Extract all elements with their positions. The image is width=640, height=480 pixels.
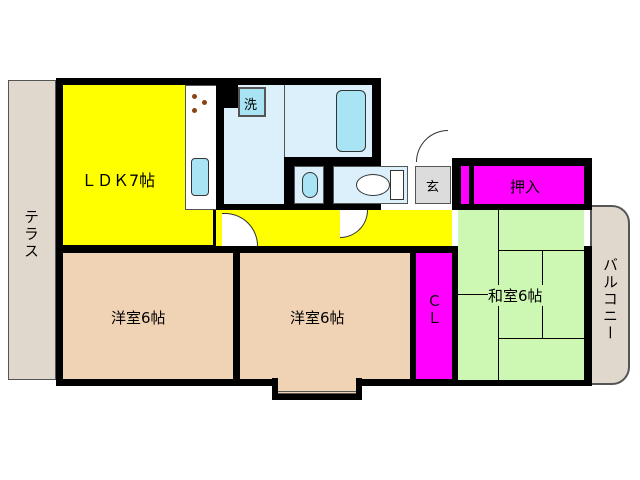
entrance: 玄 [415, 166, 451, 204]
front-door-swing[interactable] [416, 130, 448, 162]
entrance-label: 玄 [426, 180, 440, 195]
washroom [224, 108, 284, 204]
room-western-2: 洋室6帖 [240, 253, 410, 379]
closet-cl-label: ＣＬ [425, 293, 443, 327]
room-western-1: 洋室6帖 [63, 253, 233, 379]
toilet-icon [356, 174, 390, 196]
bathtub [336, 90, 366, 152]
toilet-tank [390, 170, 404, 200]
ldk-label: ＬＤＫ7帖 [81, 171, 156, 190]
room-japanese: 和室6帖 [458, 210, 584, 380]
western-1-label: 洋室6帖 [111, 309, 166, 327]
kitchen-counter [185, 85, 217, 210]
japanese-label: 和室6帖 [488, 285, 543, 306]
stove-icon [190, 90, 212, 124]
oshiire-label: 押入 [510, 178, 541, 196]
terrace-label: テラス [22, 209, 40, 260]
terrace: テラス [8, 80, 56, 380]
balcony: バルコニー [590, 205, 630, 385]
oshiire-small [461, 166, 469, 204]
western-2-label: 洋室6帖 [290, 309, 345, 327]
vanity [294, 166, 324, 204]
washer-label: 洗 [244, 98, 258, 113]
basin-icon [302, 172, 318, 198]
balcony-label: バルコニー [601, 257, 619, 342]
sink-icon [191, 158, 209, 196]
washer: 洗 [238, 87, 266, 117]
oshiire: 押入 [474, 166, 584, 204]
closet-cl: ＣＬ [416, 253, 452, 379]
bay-window-inner [278, 378, 356, 394]
toilet-room [333, 166, 408, 204]
